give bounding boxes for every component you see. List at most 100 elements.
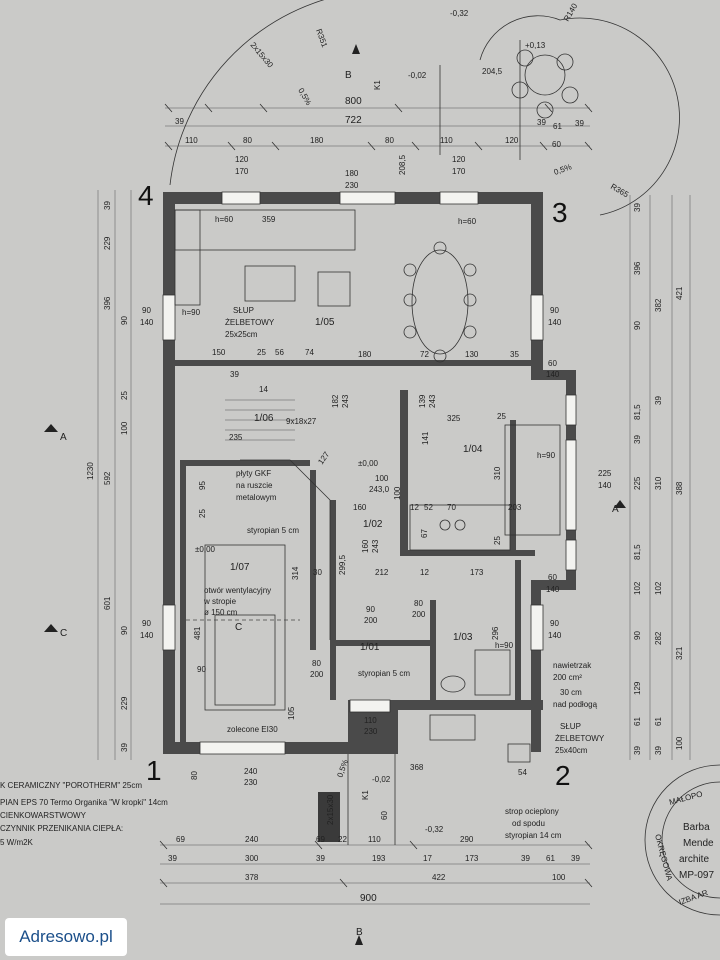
section-b-top: B [345, 70, 352, 81]
svg-text:90: 90 [633, 631, 642, 640]
svg-text:100: 100 [375, 474, 389, 483]
svg-text:25: 25 [120, 391, 129, 400]
svg-text:±0,00: ±0,00 [195, 545, 216, 554]
svg-text:styropian 5 cm: styropian 5 cm [247, 526, 299, 535]
svg-text:243: 243 [428, 394, 437, 408]
svg-text:120: 120 [505, 136, 519, 145]
svg-text:90: 90 [633, 321, 642, 330]
svg-text:±0,00: ±0,00 [358, 459, 379, 468]
svg-text:200: 200 [412, 610, 426, 619]
svg-text:225: 225 [633, 476, 642, 490]
svg-text:243: 243 [371, 539, 380, 553]
svg-text:150: 150 [212, 348, 226, 357]
svg-text:69: 69 [176, 835, 185, 844]
svg-text:60: 60 [548, 359, 557, 368]
svg-text:170: 170 [235, 167, 249, 176]
svg-text:240: 240 [244, 767, 258, 776]
svg-text:180: 180 [345, 169, 359, 178]
svg-text:90: 90 [142, 306, 151, 315]
svg-text:67: 67 [420, 529, 429, 538]
window-labels: 120 170 180 230 120 170 90 140 90 140 60… [140, 155, 612, 787]
svg-text:74: 74 [305, 348, 314, 357]
svg-text:39: 39 [633, 746, 642, 755]
svg-text:100: 100 [675, 736, 684, 750]
svg-text:h=90: h=90 [495, 641, 514, 650]
svg-text:39: 39 [654, 746, 663, 755]
svg-text:+0,13: +0,13 [525, 41, 546, 50]
svg-text:-0,02: -0,02 [372, 775, 391, 784]
svg-text:325: 325 [447, 414, 461, 423]
svg-text:235: 235 [229, 433, 243, 442]
svg-text:481: 481 [193, 626, 202, 640]
svg-text:h=90: h=90 [537, 451, 556, 460]
svg-text:nawietrzak: nawietrzak [553, 661, 592, 670]
svg-text:170: 170 [452, 167, 466, 176]
svg-text:140: 140 [548, 318, 562, 327]
svg-text:Barba: Barba [683, 822, 710, 833]
svg-text:61: 61 [546, 854, 555, 863]
svg-text:39: 39 [633, 203, 642, 212]
svg-text:30 cm: 30 cm [560, 688, 582, 697]
svg-text:160: 160 [353, 503, 367, 512]
svg-text:300: 300 [245, 854, 259, 863]
svg-text:80: 80 [243, 136, 252, 145]
svg-text:81,5: 81,5 [633, 544, 642, 560]
svg-text:182: 182 [331, 394, 340, 408]
furniture [174, 209, 561, 763]
svg-text:w stropie: w stropie [203, 597, 237, 606]
svg-text:368: 368 [410, 763, 424, 772]
axis-2-label: 2 [555, 760, 571, 791]
svg-text:K1: K1 [361, 790, 370, 800]
svg-text:900: 900 [360, 893, 377, 904]
svg-text:Mende: Mende [683, 838, 714, 849]
svg-text:22: 22 [338, 835, 347, 844]
svg-text:200: 200 [310, 670, 324, 679]
section-a-left: A [60, 432, 67, 443]
svg-text:39: 39 [633, 435, 642, 444]
svg-text:80: 80 [414, 599, 423, 608]
svg-text:MP-097: MP-097 [679, 870, 714, 881]
svg-text:204,5: 204,5 [482, 67, 503, 76]
axis-3-label: 3 [552, 197, 568, 228]
svg-text:SŁUP: SŁUP [560, 722, 581, 731]
section-marks [44, 44, 626, 945]
svg-text:39: 39 [654, 396, 663, 405]
svg-text:382: 382 [654, 298, 663, 312]
svg-text:styropian 14 cm: styropian 14 cm [505, 831, 562, 840]
svg-text:105: 105 [287, 706, 296, 720]
technical-notes: nawietrzak 200 cm² 30 cm nad podłogą SŁU… [505, 661, 605, 840]
room-label-1-03: 1/03 [453, 632, 473, 643]
svg-text:metalowym: metalowym [236, 493, 277, 502]
svg-text:12: 12 [410, 503, 419, 512]
svg-text:25x40cm: 25x40cm [555, 746, 588, 755]
adresowo-watermark[interactable]: Adresowo.pl [5, 918, 127, 956]
right-dimensions: 39 396 90 81,5 39 225 81,5 102 90 129 61… [633, 203, 684, 755]
svg-text:212: 212 [375, 568, 389, 577]
svg-text:282: 282 [654, 631, 663, 645]
svg-text:39: 39 [537, 118, 546, 127]
svg-text:zolecone EI30: zolecone EI30 [227, 725, 278, 734]
svg-text:396: 396 [103, 296, 112, 310]
svg-text:25: 25 [497, 412, 506, 421]
svg-text:nad podłogą: nad podłogą [553, 700, 598, 709]
svg-text:25: 25 [493, 536, 502, 545]
svg-text:strop ocieplony: strop ocieplony [505, 807, 559, 816]
svg-text:100: 100 [393, 486, 402, 500]
svg-text:CZYNNIK PRZENIKANIA CIEPŁA:: CZYNNIK PRZENIKANIA CIEPŁA: [0, 824, 123, 833]
svg-text:141: 141 [421, 431, 430, 445]
svg-text:ŻELBETOWY: ŻELBETOWY [225, 318, 275, 327]
svg-text:h=60: h=60 [458, 217, 477, 226]
svg-text:140: 140 [140, 631, 154, 640]
svg-text:422: 422 [432, 873, 446, 882]
svg-text:310: 310 [654, 476, 663, 490]
svg-text:81,5: 81,5 [633, 404, 642, 420]
svg-text:722: 722 [345, 115, 362, 126]
svg-text:388: 388 [675, 481, 684, 495]
svg-text:140: 140 [140, 318, 154, 327]
svg-text:139: 139 [418, 394, 427, 408]
room-label-1-06: 1/06 [254, 413, 274, 424]
svg-text:39: 39 [521, 854, 530, 863]
svg-text:2x15x30: 2x15x30 [326, 794, 335, 825]
svg-text:80: 80 [385, 136, 394, 145]
